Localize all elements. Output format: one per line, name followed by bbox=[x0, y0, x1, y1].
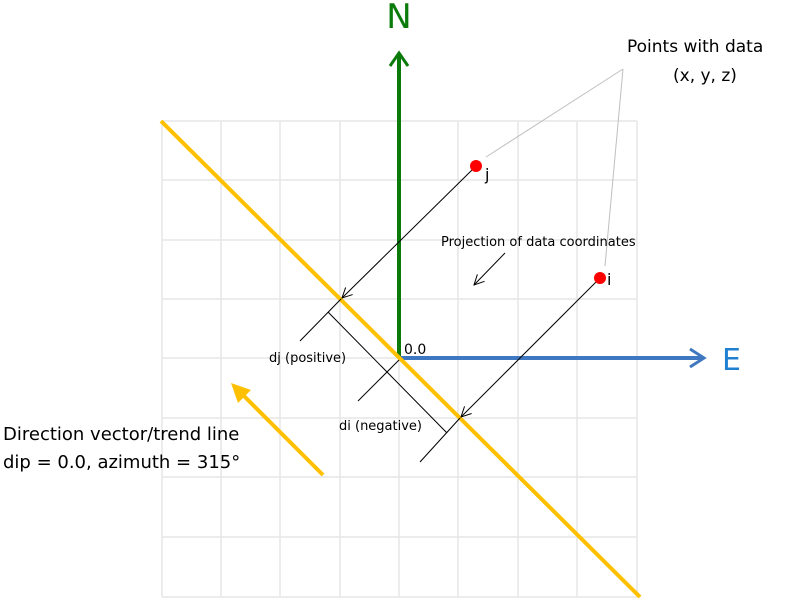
projection-arrow-i bbox=[461, 281, 597, 417]
north-label: N bbox=[386, 0, 411, 37]
points-leader-lines bbox=[485, 68, 624, 267]
di-label: di (negative) bbox=[339, 419, 422, 434]
direction-caption-line1: Direction vector/trend line bbox=[3, 424, 239, 445]
point-label-j: j bbox=[484, 165, 489, 184]
distance-dimension-lines bbox=[299, 298, 461, 463]
direction-vector-arrow bbox=[231, 383, 325, 477]
east-axis bbox=[399, 347, 707, 369]
east-label: E bbox=[722, 343, 741, 378]
point-label-i: i bbox=[607, 270, 611, 289]
projection-caption: Projection of data coordinates bbox=[441, 235, 636, 250]
origin-label: 0.0 bbox=[404, 342, 426, 358]
projection-caption-arrow bbox=[474, 252, 506, 285]
north-axis bbox=[388, 50, 410, 358]
points-subtitle: (x, y, z) bbox=[673, 66, 737, 86]
points-title: Points with data bbox=[627, 37, 763, 57]
data-point-i[interactable] bbox=[594, 272, 606, 284]
direction-caption-line2: dip = 0.0, azimuth = 315° bbox=[3, 452, 240, 473]
dj-label: dj (positive) bbox=[269, 351, 346, 366]
data-point-j[interactable] bbox=[470, 160, 482, 172]
trend-line bbox=[159, 119, 642, 599]
projection-arrow-j bbox=[342, 169, 473, 298]
